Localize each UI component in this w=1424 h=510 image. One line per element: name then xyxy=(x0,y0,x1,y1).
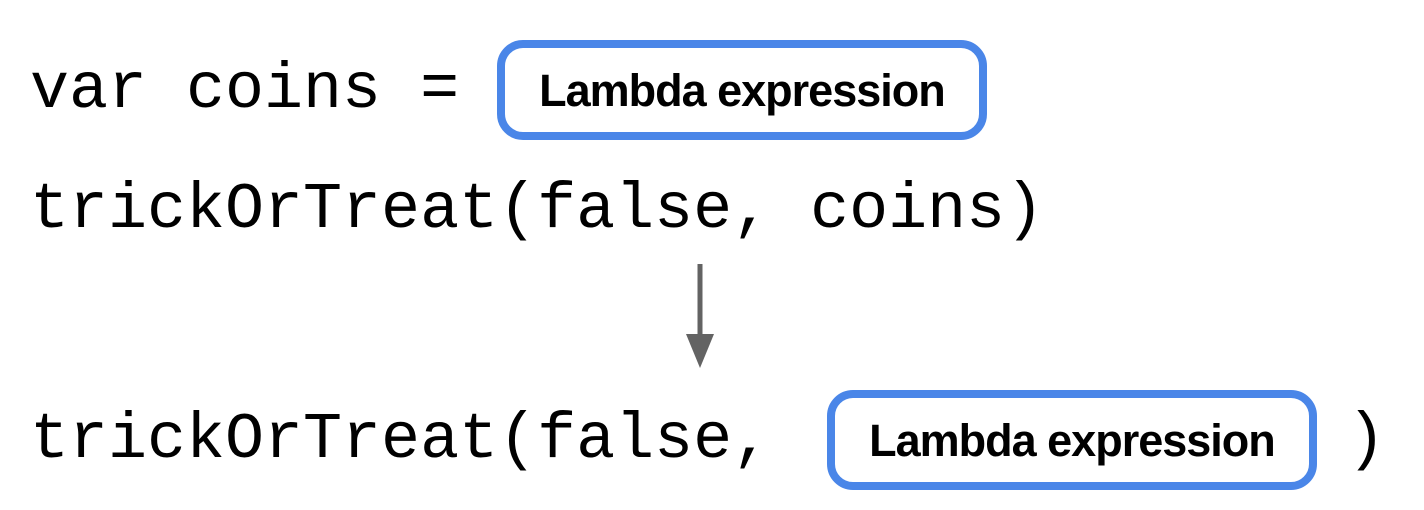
lambda-expression-box-assignment: Lambda expression xyxy=(497,40,987,140)
call-after-prefix-code: trickOrTreat(false, xyxy=(30,402,772,477)
down-arrow-icon xyxy=(686,264,714,368)
assignment-code: var coins = xyxy=(30,52,460,127)
call-after-close-paren: ) xyxy=(1346,402,1386,477)
lambda-expression-label: Lambda expression xyxy=(869,414,1276,466)
call-before-code: trickOrTreat(false, coins) xyxy=(30,172,1045,247)
lambda-expression-box-call: Lambda expression xyxy=(827,390,1317,490)
lambda-expression-label: Lambda expression xyxy=(539,64,946,116)
code-line-assignment: var coins = Lambda expression xyxy=(30,40,987,140)
code-line-call-after: trickOrTreat(false, Lambda expression ) xyxy=(30,390,1386,490)
transformation-arrow xyxy=(684,262,716,370)
code-line-call-before: trickOrTreat(false, coins) xyxy=(30,160,1044,260)
